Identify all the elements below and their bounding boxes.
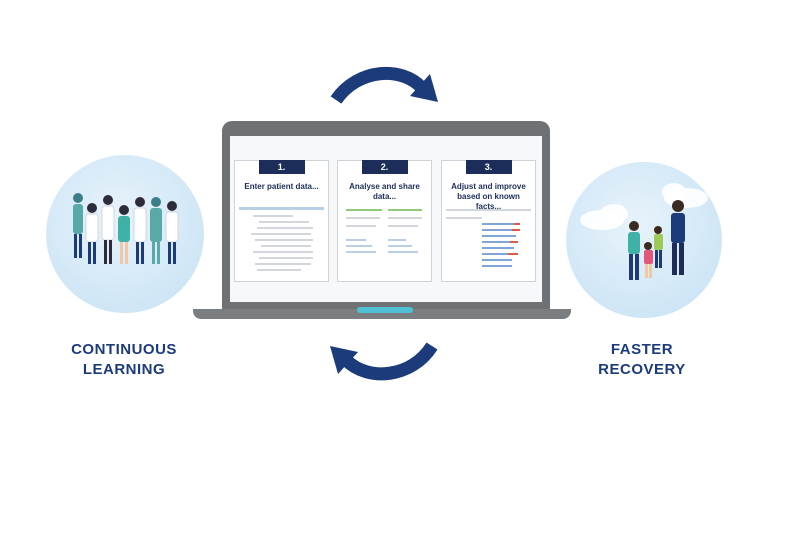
laptop-notch	[357, 307, 413, 313]
step-panel-2: 2. Analyse and share data...	[337, 160, 432, 282]
step-panel-3: 3. Adjust and improve based on known fac…	[441, 160, 536, 282]
cycle-arrow-bottom-icon	[330, 342, 438, 381]
form-preview	[239, 205, 324, 277]
step-number-3: 3.	[465, 160, 512, 174]
report-preview	[446, 205, 531, 277]
step-title-2: Analyse and share data...	[349, 182, 420, 201]
family-walking-icon	[580, 183, 708, 280]
step-panel-1: 1. Enter patient data...	[234, 160, 329, 282]
continuous-learning-label: CONTINUOUS LEARNING	[71, 341, 177, 378]
family-circle	[566, 162, 722, 318]
step-title-3: Adjust and improve based on known facts.…	[451, 182, 526, 211]
step-number-1: 1.	[258, 160, 305, 174]
laptop-base	[193, 309, 571, 319]
faster-recovery-label: FASTER RECOVERY	[598, 341, 686, 378]
analysis-preview	[342, 205, 427, 277]
step-number-2: 2.	[361, 160, 408, 174]
step-title-1: Enter patient data...	[244, 182, 319, 191]
medical-staff-icon	[73, 193, 179, 264]
cycle-arrow-top-icon	[330, 66, 438, 105]
